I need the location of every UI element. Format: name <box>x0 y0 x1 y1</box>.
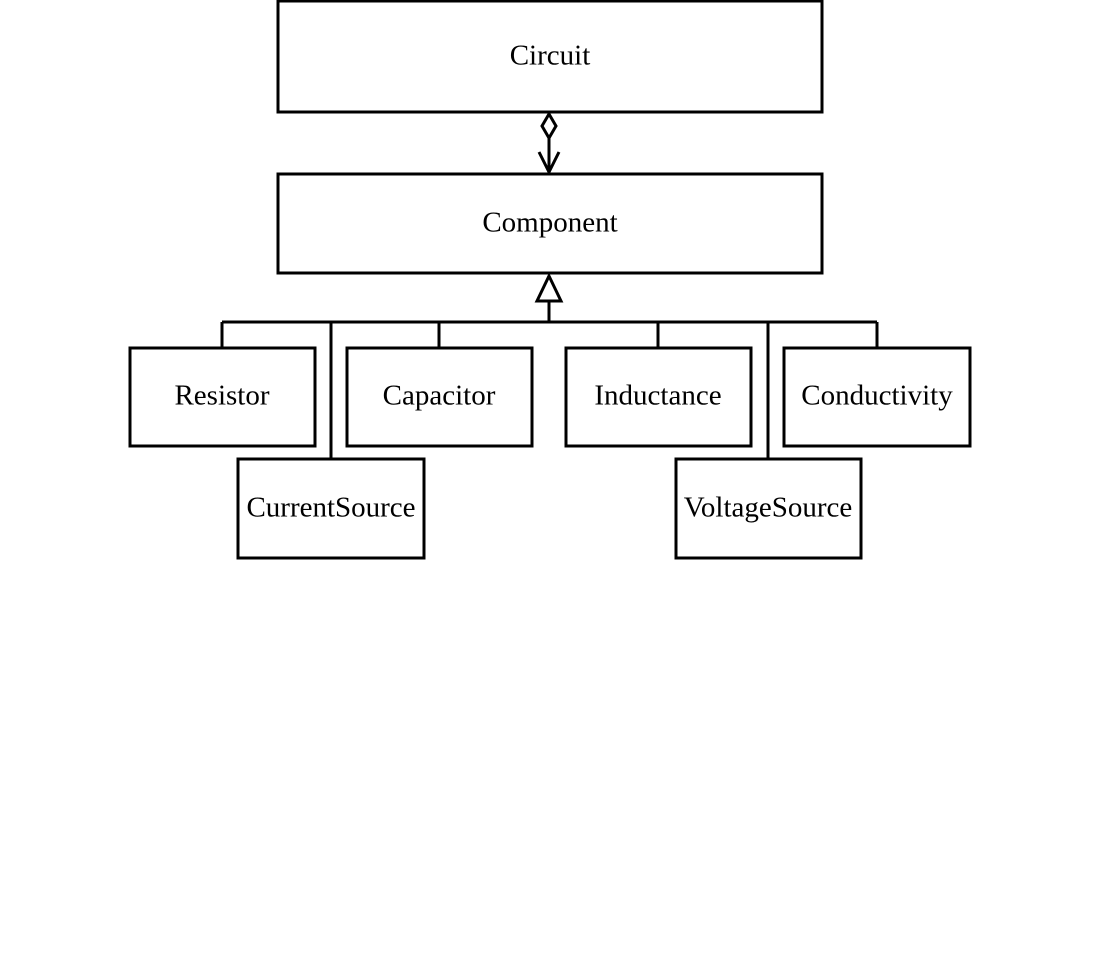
class-circuit-label: Circuit <box>510 40 591 72</box>
class-inductance: Inductance <box>564 346 753 448</box>
class-resistor-label: Resistor <box>174 380 269 412</box>
generalization-connectors <box>220 272 879 459</box>
class-capacitor-label: Capacitor <box>383 380 496 412</box>
class-voltage-source: VoltageSource <box>674 457 863 560</box>
aggregation-diamond-icon <box>540 111 558 141</box>
class-voltage-source-label: VoltageSource <box>684 492 853 524</box>
generalization-triangle-icon <box>534 272 564 303</box>
class-conductivity: Conductivity <box>782 346 972 448</box>
class-resistor: Resistor <box>128 346 317 448</box>
class-circuit: Circuit <box>276 0 824 114</box>
class-component: Component <box>276 172 824 275</box>
class-capacitor: Capacitor <box>345 346 534 448</box>
navigation-arrow-icon <box>537 151 561 176</box>
class-current-source-label: CurrentSource <box>246 492 415 524</box>
class-conductivity-label: Conductivity <box>801 380 953 412</box>
aggregation-connector <box>537 111 561 176</box>
class-inductance-label: Inductance <box>594 380 721 412</box>
class-component-label: Component <box>482 207 617 239</box>
class-current-source: CurrentSource <box>236 457 426 560</box>
